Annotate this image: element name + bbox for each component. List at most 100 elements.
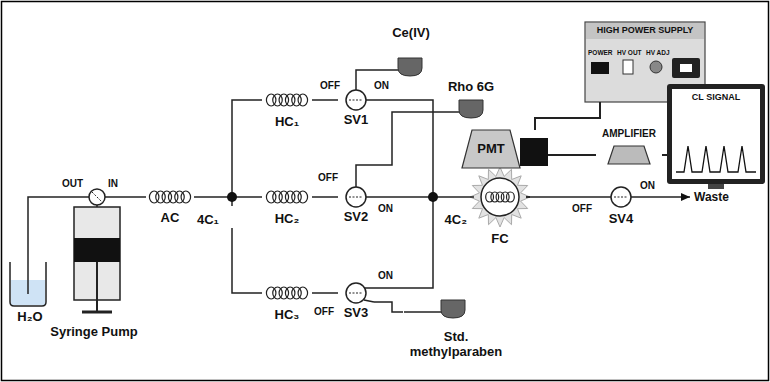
node-text: 4C₂ xyxy=(445,213,467,228)
selection-valve xyxy=(346,187,366,207)
tubing-connector xyxy=(312,99,338,101)
amplifier: AMPLIFIER xyxy=(596,128,662,164)
signal-cable xyxy=(662,154,667,156)
selection-valve: SV2 xyxy=(338,185,374,225)
tube xyxy=(410,196,470,198)
junction-dot xyxy=(227,192,237,202)
emission-burst xyxy=(470,167,530,227)
port-label: IN xyxy=(108,178,118,190)
node-text: HC₁ xyxy=(275,115,299,130)
tubing-connector xyxy=(240,196,262,198)
tube xyxy=(404,311,441,313)
coil-loop xyxy=(507,192,515,202)
reservoir xyxy=(459,100,483,118)
selection-valve xyxy=(346,90,366,110)
node-text: AC xyxy=(161,211,180,226)
coil-loop xyxy=(181,191,191,203)
control-label: POWER xyxy=(588,49,613,56)
tubing-connector xyxy=(232,100,262,188)
tube xyxy=(440,111,459,113)
reagent-reservoir: Rho 6G xyxy=(440,80,502,122)
tube xyxy=(44,196,89,198)
tubing-connector xyxy=(374,196,410,198)
tubing-connector xyxy=(312,292,338,294)
holding-coil: HC₂ xyxy=(262,187,312,227)
pmt-base xyxy=(520,138,548,166)
node-text: SV2 xyxy=(344,210,369,225)
water-reservoir: H₂O xyxy=(2,255,58,327)
display-mark xyxy=(680,64,692,72)
four-way-connector: 4C₁ xyxy=(196,188,240,228)
selection-valve: SV1 xyxy=(338,88,374,128)
node-text: SV3 xyxy=(344,306,369,321)
monitor-case xyxy=(667,84,765,184)
node-text: HIGH POWER SUPPLY xyxy=(597,25,694,35)
tubing-connector xyxy=(526,196,603,198)
four-way-connector: 4C₂ xyxy=(410,188,470,228)
hv-switch xyxy=(623,60,633,74)
tubing-connector xyxy=(470,196,474,198)
tubing-connector xyxy=(374,228,433,288)
coils xyxy=(149,94,514,299)
waste-arrow xyxy=(639,196,690,198)
control-label: HV OUT xyxy=(617,49,642,56)
valve-position: ON xyxy=(640,180,655,192)
valve-position: OFF xyxy=(320,80,340,92)
node-text: SV1 xyxy=(344,113,369,128)
standard-reservoir: Std. methylparaben xyxy=(403,298,509,360)
photomultiplier: PMT xyxy=(462,130,548,168)
tubing-connector xyxy=(232,228,262,293)
power-supply-band xyxy=(586,23,704,39)
valve-position: OFF xyxy=(314,306,334,318)
node-text: HC₂ xyxy=(275,212,300,227)
tubing-connector xyxy=(144,196,146,198)
reservoir xyxy=(398,58,422,76)
selection-valve xyxy=(346,283,366,303)
valve-position: OFF xyxy=(572,203,592,215)
pmt-housing xyxy=(462,130,520,168)
junction-dot xyxy=(428,192,438,202)
valve-position: ON xyxy=(374,80,389,92)
monitor-screen xyxy=(672,89,760,179)
valve-path xyxy=(92,192,102,202)
valve-position: OFF xyxy=(318,172,338,184)
flow-cell: FC xyxy=(474,175,526,247)
tube xyxy=(196,196,232,198)
node-text: SV4 xyxy=(609,212,634,227)
signal-cable xyxy=(535,102,600,130)
node-text: Ce(IV) xyxy=(392,26,430,41)
node-text: CL SIGNAL xyxy=(692,92,740,102)
tube xyxy=(631,196,639,198)
emission-burst xyxy=(470,167,530,227)
power-switch xyxy=(591,62,609,74)
control-label: HV ADJ xyxy=(646,49,670,56)
mixing-coil: AC xyxy=(146,188,194,226)
waste-valve: SV4 xyxy=(603,187,639,227)
pump-valve xyxy=(89,189,105,205)
holding-coil: HC₁ xyxy=(262,90,312,130)
signal-peaks xyxy=(676,146,756,172)
signal-cable xyxy=(548,154,596,156)
tubing-connector xyxy=(312,196,338,198)
valve-path xyxy=(614,197,628,198)
tube xyxy=(105,196,144,198)
tubing-connector xyxy=(374,302,403,312)
reservoir xyxy=(441,300,465,318)
reagent-reservoir: Ce(IV) xyxy=(380,26,442,82)
plunger-rod xyxy=(96,262,98,312)
syringe-pump: Syringe Pump xyxy=(44,190,144,342)
monitor-stand xyxy=(708,184,724,189)
node-text: Rho 6G xyxy=(448,80,494,95)
tubing-connector xyxy=(194,196,196,198)
display xyxy=(672,58,700,78)
coil-loop xyxy=(298,191,308,203)
holding-coil: HC₃ xyxy=(262,283,312,323)
node-text: H₂O xyxy=(17,310,42,325)
tube xyxy=(27,255,29,294)
valve-position: ON xyxy=(378,203,393,215)
tubing-connector xyxy=(374,100,433,188)
syringe-plunger xyxy=(74,238,120,262)
tube xyxy=(603,196,611,198)
